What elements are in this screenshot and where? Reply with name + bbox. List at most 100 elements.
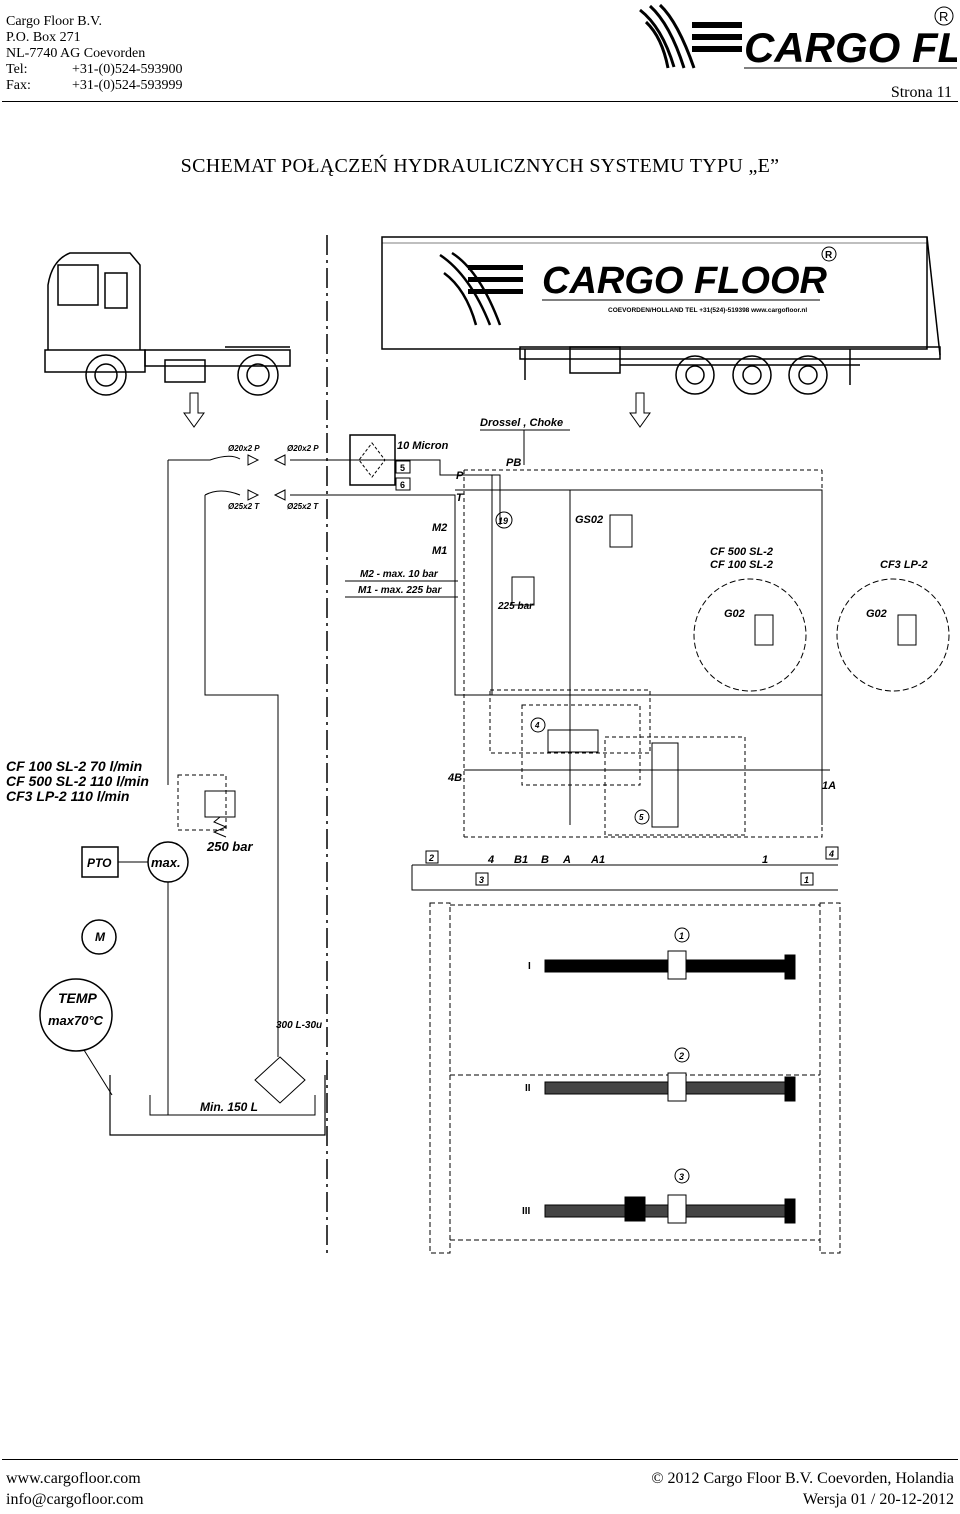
main-control-valve	[547, 729, 599, 753]
m1-max-label: M1 - max. 225 bar	[358, 585, 442, 596]
arrow-down-icon	[183, 392, 205, 428]
cargo-floor-logo: CARGO FLOOR R	[639, 3, 957, 71]
flow-cf3: CF3 LP-2 110 l/min	[6, 788, 129, 804]
bar225-label: 225 bar	[497, 601, 534, 612]
temp-max-label: max70°C	[48, 1013, 104, 1028]
detail-cf500-cf100	[693, 578, 807, 692]
temp-gauge	[39, 978, 113, 1052]
cylinder-3-number: 3	[679, 1172, 684, 1182]
choke-label: Drossel , Choke	[480, 417, 563, 429]
motor-label: M	[95, 930, 106, 944]
po-box: P.O. Box 271	[6, 30, 81, 45]
page-number: Strona 11	[890, 84, 952, 101]
port-label: B1	[514, 854, 528, 866]
m1-label: M1	[432, 545, 447, 557]
cf500-label: CF 500 SL-2	[710, 546, 773, 558]
website-link[interactable]: www.cargofloor.com	[6, 1470, 141, 1487]
pump-max-label: max.	[151, 855, 181, 870]
version: Wersja 01 / 20-12-2012	[802, 1491, 954, 1508]
pipe-t-left: Ø25x2 T	[228, 502, 260, 511]
filter-item-6: 6	[400, 480, 405, 490]
m2-label: M2	[432, 522, 447, 534]
port-t-label: T	[456, 492, 464, 504]
fax-line: Fax:+31-(0)524-593999	[6, 78, 183, 94]
tel-line: Tel: +31-(0)524-593900	[6, 62, 183, 78]
gauge-19-icon	[495, 511, 513, 529]
item-5-label: 5	[639, 813, 644, 822]
cylinder-2-roman: II	[525, 1083, 531, 1094]
port-label: 1	[762, 854, 768, 866]
trailer-logo: CARGO FLOOR R COEVORDEN/HOLLAND TEL +31(…	[439, 246, 837, 326]
footer-contact: www.cargofloor.com info@cargofloor.com	[6, 1468, 144, 1510]
copyright: © 2012 Cargo Floor B.V. Coevorden, Holan…	[651, 1470, 954, 1487]
logo-text: CARGO FLOOR	[744, 24, 957, 71]
micron-label: 10 Micron	[397, 440, 449, 452]
box-4-label: 4	[828, 849, 834, 859]
logo-registered-mark: R	[939, 9, 948, 24]
port-label: A1	[590, 854, 605, 866]
detail-cf3	[836, 578, 950, 692]
return-filter	[254, 1056, 306, 1104]
g02-label-b: G02	[866, 608, 887, 620]
header-divider	[2, 101, 958, 102]
footer-divider	[2, 1459, 958, 1460]
pb-label: PB	[506, 457, 521, 469]
company-address-block: Cargo Floor B.V. P.O. Box 271 NL-7740 AG…	[6, 14, 183, 94]
filter-item-5: 5	[400, 463, 405, 473]
port-labels: 4 B1 B A A1 1	[487, 854, 768, 866]
m2-max-label: M2 - max. 10 bar	[360, 569, 439, 580]
port-4b-label: 4B	[447, 772, 462, 784]
city-line: NL-7740 AG Coevorden	[6, 46, 146, 61]
temp-label: TEMP	[58, 990, 98, 1006]
company-name: Cargo Floor B.V.	[6, 14, 102, 29]
box-2-label: 2	[428, 853, 434, 863]
box-1-label: 1	[804, 875, 809, 885]
hydraulic-schematic: CARGO FLOOR R COEVORDEN/HOLLAND TEL +31(…	[6, 235, 950, 1255]
trailer-contact: COEVORDEN/HOLLAND TEL +31(524)-519398 ww…	[608, 307, 807, 314]
gs02-valve	[609, 514, 633, 548]
motor-icon	[81, 919, 117, 955]
relief-valve-250	[204, 790, 236, 818]
g02-label-a: G02	[724, 608, 745, 620]
cylinder-1	[544, 959, 786, 973]
tank-min-label: Min. 150 L	[200, 1100, 258, 1114]
port-label: B	[541, 854, 549, 866]
pipe-t-right: Ø25x2 T	[287, 502, 319, 511]
truck-tractor	[44, 252, 291, 396]
box-3-label: 3	[479, 875, 484, 885]
cylinder-2	[544, 1081, 786, 1095]
oil-tank	[109, 1075, 326, 1136]
shuttle-valve	[651, 742, 679, 828]
cylinder-3-roman: III	[522, 1206, 531, 1217]
coupling-group: Ø20x2 P Ø20x2 P Ø25x2 T Ø25x2 T	[228, 444, 319, 511]
arrow-down-icon	[629, 392, 651, 428]
return-filter-label: 300 L-30u	[276, 1020, 322, 1031]
flow-cf100: CF 100 SL-2 70 l/min	[6, 758, 142, 774]
pto-label: PTO	[87, 856, 112, 870]
bar250-label: 250 bar	[206, 839, 253, 854]
cylinder-group	[429, 902, 841, 1254]
cylinder-1-roman: I	[528, 961, 531, 972]
cf3-label: CF3 LP-2	[880, 559, 928, 571]
port-label: 4	[487, 854, 494, 866]
tel-number: +31-(0)524-593900	[72, 62, 183, 77]
port-1a-label: 1A	[822, 780, 836, 792]
pipe-p-right: Ø20x2 P	[287, 444, 319, 453]
trailer-logo-text: CARGO FLOOR	[542, 260, 828, 302]
cylinder-2-number: 2	[678, 1051, 684, 1061]
port-label: A	[562, 854, 571, 866]
gs02-label: GS02	[575, 514, 603, 526]
fax-label: Fax:	[6, 78, 31, 93]
relief-valve-225	[511, 576, 535, 606]
footer-legal: © 2012 Cargo Floor B.V. Coevorden, Holan…	[651, 1468, 954, 1510]
cylinder-1-number: 1	[679, 931, 684, 941]
email-link[interactable]: info@cargofloor.com	[6, 1491, 144, 1508]
flow-cf500: CF 500 SL-2 110 l/min	[6, 773, 149, 789]
tel-label: Tel:	[6, 62, 28, 77]
item-19-label: 19	[498, 516, 508, 526]
port-p-label: P	[456, 470, 464, 482]
trailer-logo-registered-mark: R	[825, 250, 833, 261]
trailer	[381, 236, 941, 395]
item-4-label: 4	[534, 721, 540, 730]
cf100-label: CF 100 SL-2	[710, 559, 773, 571]
